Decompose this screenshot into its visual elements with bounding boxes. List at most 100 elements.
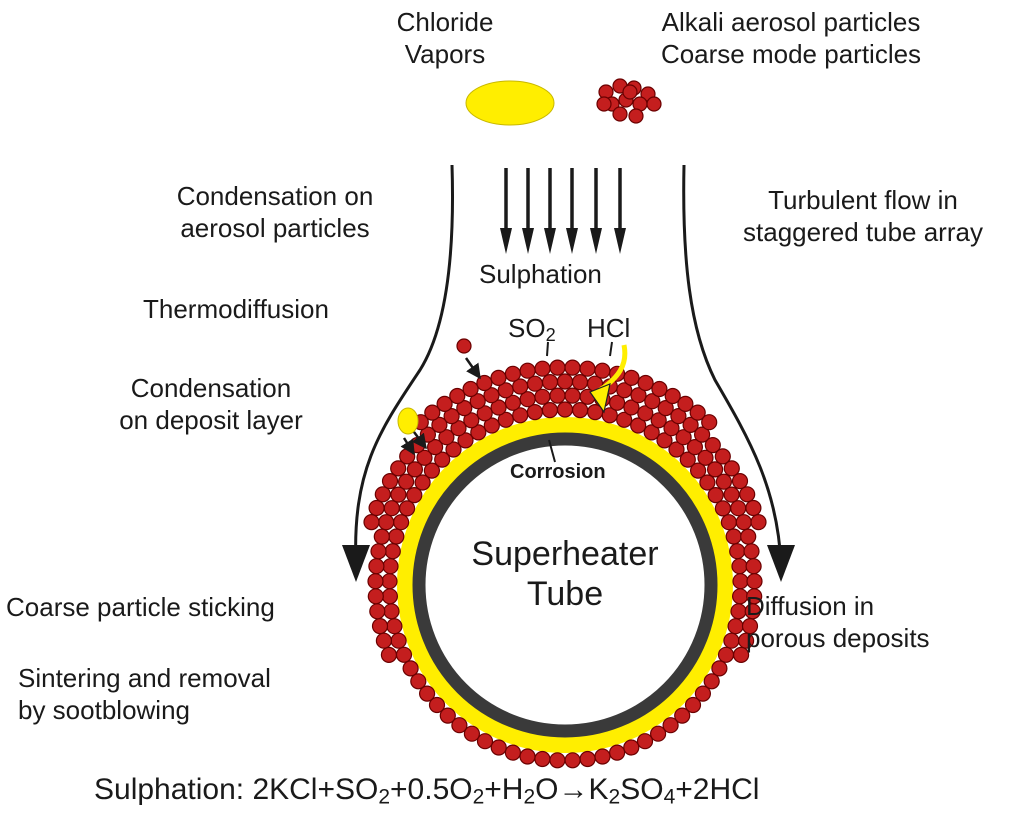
condensation-aerosol-line-1: Condensation on [176,181,374,211]
droplet-icon [397,407,419,435]
deposit-particle [373,528,390,545]
deposit-particle [534,388,551,405]
deposit-particle [746,573,763,590]
deposit-particle [367,588,384,605]
deposit-particle [380,646,397,664]
label-condensation-aerosol: Condensation on aerosol particles [140,180,410,244]
deposit-particle [504,744,522,761]
deposit-particle [504,365,522,382]
eq-part-6: +2HCl [675,773,760,806]
deposit-particle [469,393,486,410]
deposit-particle [608,394,626,411]
deposit-particle [579,750,596,768]
label-hcl: HCl [587,313,631,343]
turbulent-line-1: Turbulent flow in [768,185,958,215]
deposit-particle [470,424,487,441]
label-so2: SO2 [508,312,556,351]
deposit-particle [410,673,427,690]
deposit-particle [463,412,480,429]
eq-part-5: SO [620,773,664,806]
deposit-particle [388,528,405,545]
deposit-particle [449,387,466,405]
deposit-particle [381,573,398,590]
deposit-particle [368,558,385,575]
label-alkali-particles: Alkali aerosol particles Coarse mode par… [612,6,970,70]
deposit-particle [390,460,407,477]
deposit-particle [369,603,386,620]
deposit-particle [428,696,446,714]
deposit-particle [737,632,755,649]
deposit-particle [630,417,647,434]
deposit-particle [414,474,431,491]
deposit-particle [434,451,451,468]
deposit-particle [424,404,441,421]
alkali-line-1: Alkali aerosol particles [661,7,921,37]
deposit-particle [519,362,536,379]
deposit-particle [731,558,748,575]
deposit-particle [643,424,660,441]
deposit-particle [457,432,474,449]
deposit-particle [730,500,747,517]
deposit-particle [423,462,440,479]
deposit-particle [579,360,596,377]
eq-part-4: O→K [535,773,609,806]
deposit-particle [651,380,668,398]
deposit-particle [662,717,679,734]
deposit-particle [363,513,380,531]
eq-sub-1: 2 [378,785,391,809]
deposit-particle [443,408,460,425]
deposit-particle [656,432,673,449]
deposit-particle [745,558,762,575]
deposit-particle [556,373,574,390]
deposit-particle [717,646,735,663]
deposit-particle [594,748,611,765]
turbulent-line-2: staggered tube array [743,217,983,247]
deposit-particle [402,660,419,677]
deposit-particle [549,387,566,404]
deposit-particle [706,461,724,478]
alkali-line-2: Coarse mode particles [660,39,922,69]
deposit-particle [729,543,746,560]
flow-arrowhead [544,228,556,254]
label-sulphation-arrows: Sulphation [479,259,602,289]
deposit-particle [541,402,559,419]
eq-sub-2: 2 [472,785,485,809]
deposit-particle [725,528,742,545]
deposit-particle [682,416,699,433]
label-thermodiffusion: Thermodiffusion [143,294,329,324]
deposit-particle [637,374,654,392]
flow-arrowhead [522,228,534,254]
flow-arrowhead [590,228,602,254]
chloride-line-1: Chloride [396,7,494,37]
deposit-particle [371,617,389,635]
deposit-particle [534,750,551,768]
deposit-particle [497,411,514,428]
particle-cluster-icon [596,78,662,124]
deposit-particle [739,486,756,503]
deposit-particle [720,514,738,531]
deposit-particle [714,448,731,465]
deposit-particle [384,543,401,560]
particle [596,96,612,112]
deposit-particle [378,514,395,531]
deposit-particle [490,739,507,756]
deposit-particle [483,387,500,404]
deposit-particle [451,717,468,734]
diffusion-line-2: porous deposits [746,623,930,653]
deposit-particle [534,360,551,377]
deposit-particle [390,632,407,649]
deposit-particle [699,474,716,491]
sintering-line-1: Sintering and removal [18,663,271,693]
label-diffusion: Diffusion in porous deposits [746,590,930,654]
deposit-particle [390,486,407,503]
free-particle [456,338,472,354]
deposit-particle [740,528,757,545]
deposit-particle [711,660,728,677]
eq-sub-5: 4 [663,785,676,809]
so2-text: SO [508,313,546,343]
deposit-particle [703,673,720,690]
deposit-particle [730,603,747,620]
deposit-particle [741,617,759,635]
deposit-particle [623,739,640,756]
